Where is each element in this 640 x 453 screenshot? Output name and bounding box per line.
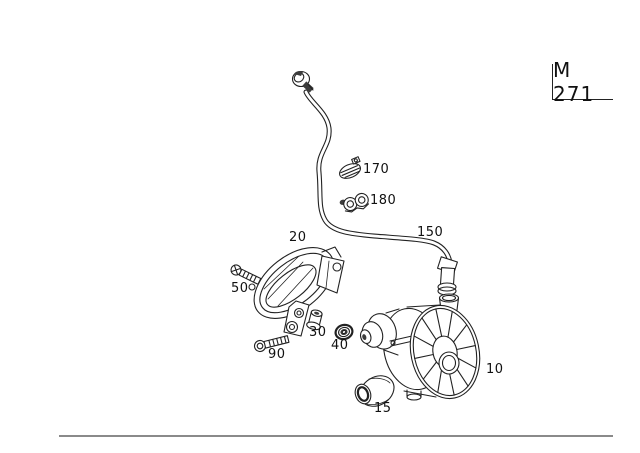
bolt-50-drawing: [230, 264, 262, 285]
pump-inlet-port: [438, 293, 460, 311]
bracket-20-drawing: [248, 246, 345, 337]
part-label-50: 50: [231, 281, 249, 296]
pump-motor: [359, 313, 397, 350]
pump-10-drawing: [359, 293, 481, 401]
part-label-180: 180: [370, 193, 397, 208]
part-label-170: 170: [363, 162, 390, 177]
air-line-drawing: [291, 70, 458, 296]
clamp-170-drawing: [339, 156, 361, 179]
part-label-20: 20: [289, 230, 307, 245]
part-label-150: 150: [417, 225, 444, 240]
part-label-10: 10: [486, 362, 504, 377]
model-code: M 271: [553, 57, 595, 106]
bolt-90-drawing: [253, 335, 290, 353]
sleeve-30-drawing: [306, 309, 323, 331]
model-code-box: M 271: [552, 58, 613, 106]
part-label-40: 40: [331, 338, 349, 353]
part-label-90: 90: [268, 347, 286, 362]
footer-rule: [59, 435, 613, 437]
cap-15-drawing: [354, 375, 395, 407]
grommet-40-drawing: [334, 323, 354, 341]
part-label-15: 15: [374, 401, 392, 416]
clamp-180-drawing: [339, 192, 370, 213]
part-label-30: 30: [309, 325, 327, 340]
